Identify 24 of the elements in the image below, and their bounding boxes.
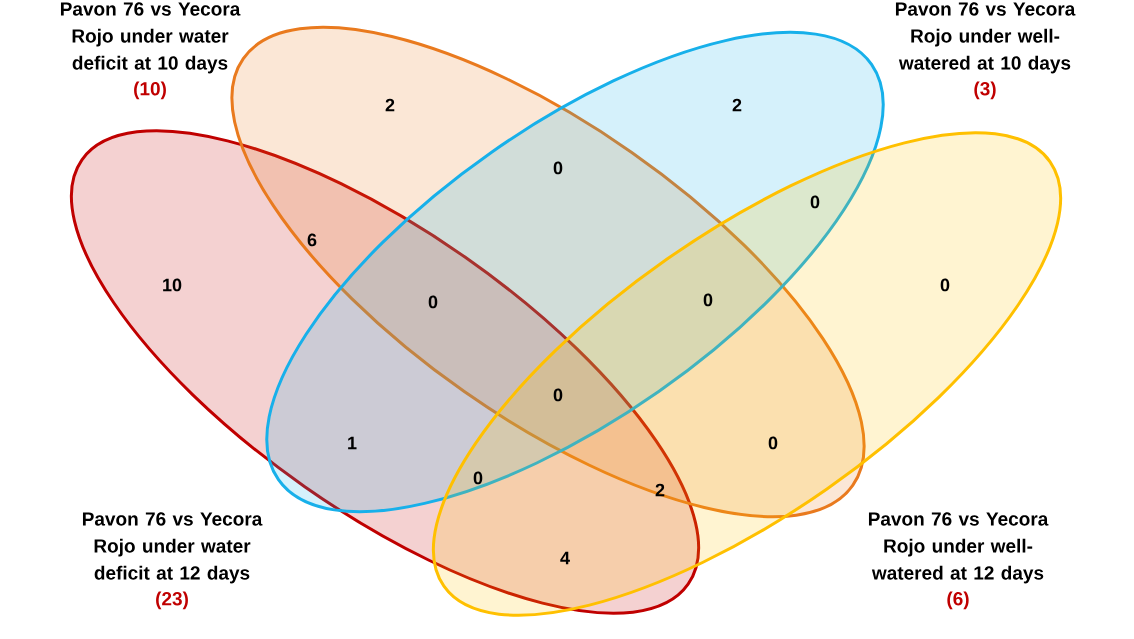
region-count: 1	[348, 436, 357, 450]
set-count: (3)	[974, 81, 996, 100]
region-count: 2	[732, 98, 742, 112]
region-count: 0	[810, 195, 820, 209]
set-title: Pavon 76 vs Yecora Rojo under well-watered at 10 days	[895, 2, 1076, 74]
set-count: (23)	[156, 591, 188, 610]
set-count: (10)	[134, 81, 166, 100]
region-count: 2	[655, 483, 665, 497]
region-count: 0	[553, 388, 563, 402]
region-count: 0	[553, 161, 563, 175]
set-title: Pavon 76 vs Yecora Rojo under water deficit at 10 days	[61, 2, 241, 74]
region-count: 2	[385, 98, 395, 112]
region-count: 10	[163, 278, 182, 292]
region-count: 0	[768, 436, 778, 450]
region-count: 0	[428, 295, 438, 309]
set-count: (6)	[947, 591, 969, 610]
region-count: 0	[940, 278, 950, 292]
region-count: 6	[307, 233, 317, 247]
region-count: 0	[473, 471, 483, 485]
region-count: 0	[703, 293, 713, 307]
set-title: Pavon 76 vs Yecora Rojo under water deficit at 12 days	[83, 512, 263, 584]
venn-ellipse	[69, 129, 701, 615]
region-count: 4	[560, 551, 570, 565]
set-title: Pavon 76 vs Yecora Rojo under well-watered at 12 days	[868, 512, 1049, 584]
